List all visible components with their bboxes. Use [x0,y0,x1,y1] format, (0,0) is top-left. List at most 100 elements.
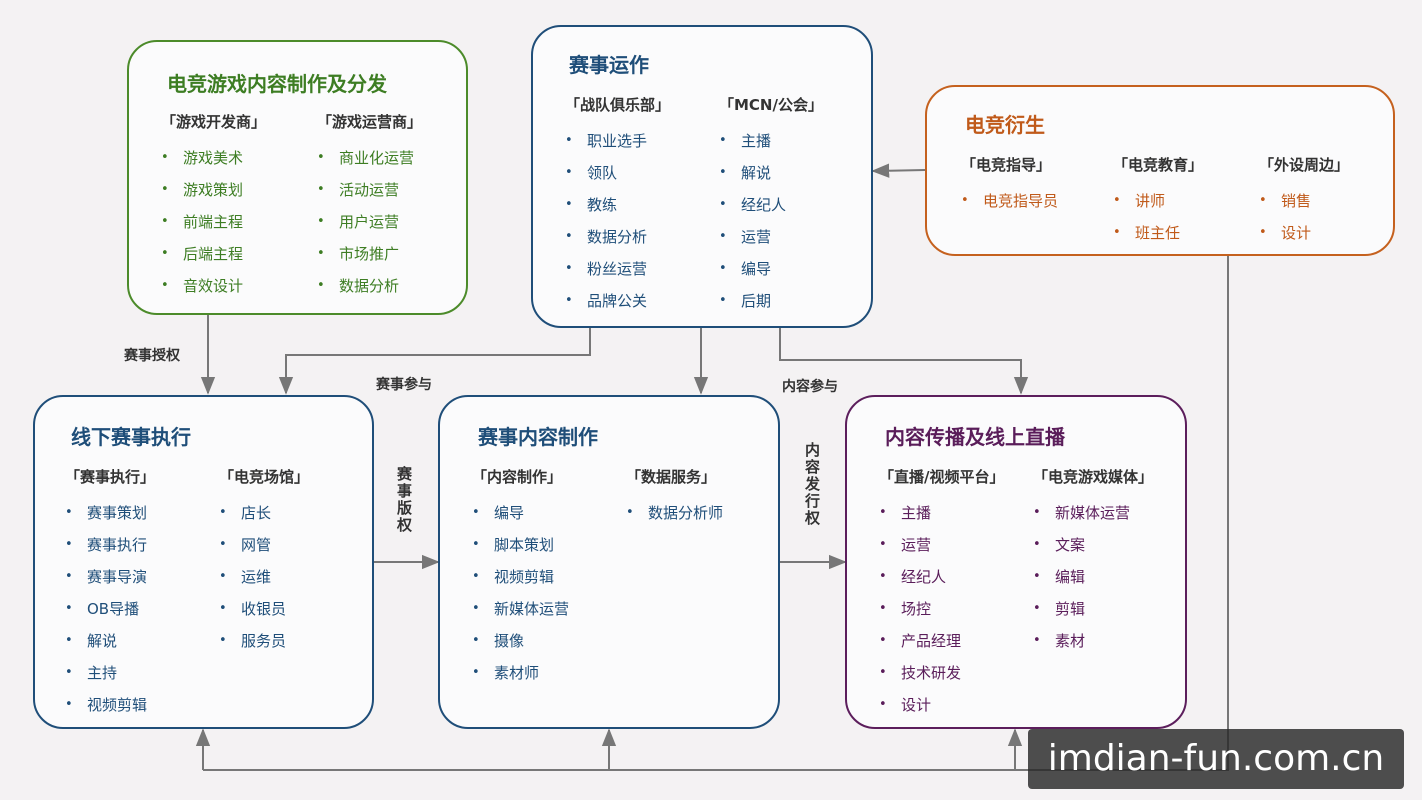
column-live-video-platform: 「直播/视频平台」 主播 运营 经纪人 场控 产品经理 技术研发 设计 [879,465,1004,721]
column-header: 「赛事执行」 [65,468,156,486]
box-offline-execution: 线下赛事执行 「赛事执行」 赛事策划 赛事执行 赛事导演 OB导播 解说 主持 … [33,395,374,729]
list-item: 主播 [719,125,823,157]
list-item: 数据分析 [565,221,670,253]
column-esports-education: 「电竞教育」 讲师 班主任 [1113,153,1203,249]
list-item: 素材 [1033,625,1153,657]
list-item: 运营 [719,221,823,253]
list-item: 摄像 [472,625,569,657]
list-item: 新媒体运营 [1033,497,1153,529]
box-title: 电竞游戏内容制作及分发 [167,72,387,96]
column-header: 「外设周边」 [1259,156,1350,174]
column-mcn-guild: 「MCN/公会」 主播 解说 经纪人 运营 编导 后期 [719,93,823,317]
list-item: 赛事执行 [65,529,155,561]
list-item: 市场推广 [317,238,422,270]
list-item: 脚本策划 [472,529,569,561]
list-item: 视频剪辑 [472,561,569,593]
column-header: 「电竞指导」 [961,156,1052,174]
list-item: 新媒体运营 [472,593,569,625]
list-item: 素材师 [472,657,569,689]
column-content-creation: 「内容制作」 编导 脚本策划 视频剪辑 新媒体运营 摄像 素材师 [472,465,569,689]
edge-participation-offline [278,328,591,395]
column-header: 「电竞教育」 [1113,156,1204,174]
list-item: 场控 [879,593,1004,625]
list-item: 主播 [879,497,1004,529]
list-item: 销售 [1259,185,1349,217]
edge-label-participation: 赛事参与 [376,377,432,393]
box-event-operation: 赛事运作 「战队俱乐部」 职业选手 领队 教练 数据分析 粉丝运营 品牌公关 「… [531,25,873,328]
column-header: 「内容制作」 [472,468,563,486]
list-item: 运营 [879,529,1004,561]
box-title: 线下赛事执行 [71,425,191,449]
list-item: 编导 [719,253,823,285]
column-header: 「游戏开发商」 [161,113,267,131]
column-esports-guidance: 「电竞指导」 电竞指导员 [961,153,1058,217]
column-esports-media: 「电竞游戏媒体」 新媒体运营 文案 编辑 剪辑 素材 [1033,465,1153,657]
box-title: 内容传播及线上直播 [885,425,1065,449]
list-item: 教练 [565,189,670,221]
box-title: 赛事内容制作 [478,425,598,449]
edge-label-event-copyright: 赛事版权 [395,466,413,534]
list-item: 设计 [1259,217,1349,249]
list-item: 产品经理 [879,625,1004,657]
watermark: imdian-fun.com.cn [1028,729,1404,789]
list-item: 数据分析 [317,270,422,302]
list-item: 编辑 [1033,561,1153,593]
list-item: 文案 [1033,529,1153,561]
list-item: OB导播 [65,593,155,625]
list-item: 运维 [219,561,309,593]
list-item: 游戏美术 [161,142,266,174]
column-data-service: 「数据服务」 数据分析师 [626,465,723,529]
column-header: 「MCN/公会」 [719,96,823,114]
list-item: 商业化运营 [317,142,422,174]
column-event-execution: 「赛事执行」 赛事策划 赛事执行 赛事导演 OB导播 解说 主持 视频剪辑 [65,465,155,721]
box-distribution-live: 内容传播及线上直播 「直播/视频平台」 主播 运营 经纪人 场控 产品经理 技术… [845,395,1187,729]
column-game-developer: 「游戏开发商」 游戏美术 游戏策划 前端主程 后端主程 音效设计 [161,110,266,302]
list-item: 技术研发 [879,657,1004,689]
list-item: 赛事策划 [65,497,155,529]
list-item: 主持 [65,657,155,689]
column-header: 「数据服务」 [626,468,717,486]
list-item: 讲师 [1113,185,1203,217]
list-item: 数据分析师 [626,497,723,529]
column-header: 「游戏运营商」 [317,113,423,131]
edge-label-authorization: 赛事授权 [124,348,180,364]
list-item: 经纪人 [879,561,1004,593]
column-header: 「战队俱乐部」 [565,96,671,114]
edge-label-content-distribution-right: 内容发行权 [803,442,821,527]
list-item: 粉丝运营 [565,253,670,285]
list-item: 剪辑 [1033,593,1153,625]
column-esports-venue: 「电竞场馆」 店长 网管 运维 收银员 服务员 [219,465,309,657]
list-item: 活动运营 [317,174,422,206]
list-item: 电竞指导员 [961,185,1058,217]
list-item: 店长 [219,497,309,529]
list-item: 赛事导演 [65,561,155,593]
list-item: 解说 [719,157,823,189]
list-item: 前端主程 [161,206,266,238]
list-item: 领队 [565,157,670,189]
box-content-production: 电竞游戏内容制作及分发 「游戏开发商」 游戏美术 游戏策划 前端主程 后端主程 … [127,40,468,315]
list-item: 游戏策划 [161,174,266,206]
column-header: 「电竞场馆」 [219,468,310,486]
edge-label-content-participation: 内容参与 [782,379,838,395]
edge-content-participation [779,328,1029,395]
list-item: 后端主程 [161,238,266,270]
column-game-operator: 「游戏运营商」 商业化运营 活动运营 用户运营 市场推广 数据分析 [317,110,422,302]
list-item: 班主任 [1113,217,1203,249]
list-item: 网管 [219,529,309,561]
list-item: 收银员 [219,593,309,625]
list-item: 音效设计 [161,270,266,302]
column-peripherals: 「外设周边」 销售 设计 [1259,153,1349,249]
list-item: 后期 [719,285,823,317]
list-item: 解说 [65,625,155,657]
box-title: 电竞衍生 [965,113,1045,137]
list-item: 经纪人 [719,189,823,221]
list-item: 编导 [472,497,569,529]
edge-derivatives-to-operation [871,163,926,178]
box-event-content: 赛事内容制作 「内容制作」 编导 脚本策划 视频剪辑 新媒体运营 摄像 素材师 … [438,395,780,729]
box-title: 赛事运作 [569,53,649,77]
box-derivatives: 电竞衍生 「电竞指导」 电竞指导员 「电竞教育」 讲师 班主任 「外设周边」 销… [925,85,1395,256]
list-item: 视频剪辑 [65,689,155,721]
list-item: 用户运营 [317,206,422,238]
list-item: 职业选手 [565,125,670,157]
list-item: 服务员 [219,625,309,657]
